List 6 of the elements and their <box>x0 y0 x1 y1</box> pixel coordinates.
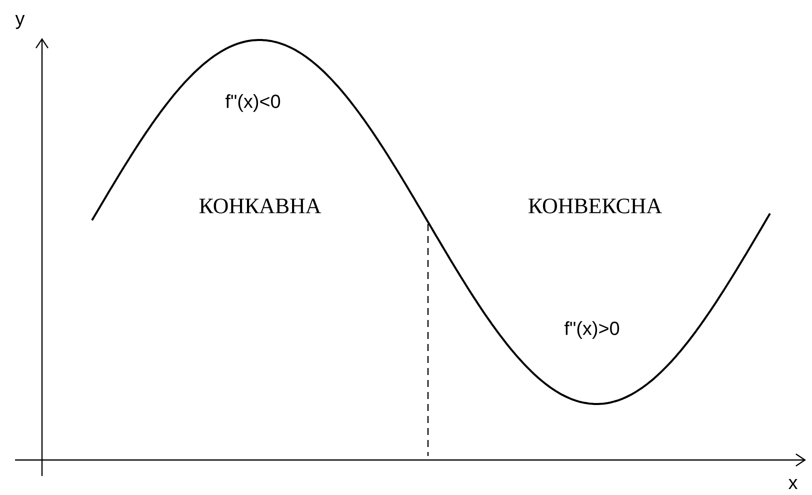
curve-label: f"(x)<0 <box>225 94 280 112</box>
region-label: КОНВЕКСНА <box>528 198 662 214</box>
curve-label: f"(x)>0 <box>564 321 620 339</box>
axis-label: x <box>788 479 798 489</box>
axis-label: y <box>15 15 25 29</box>
region-label: КОНКАВНА <box>199 198 322 214</box>
